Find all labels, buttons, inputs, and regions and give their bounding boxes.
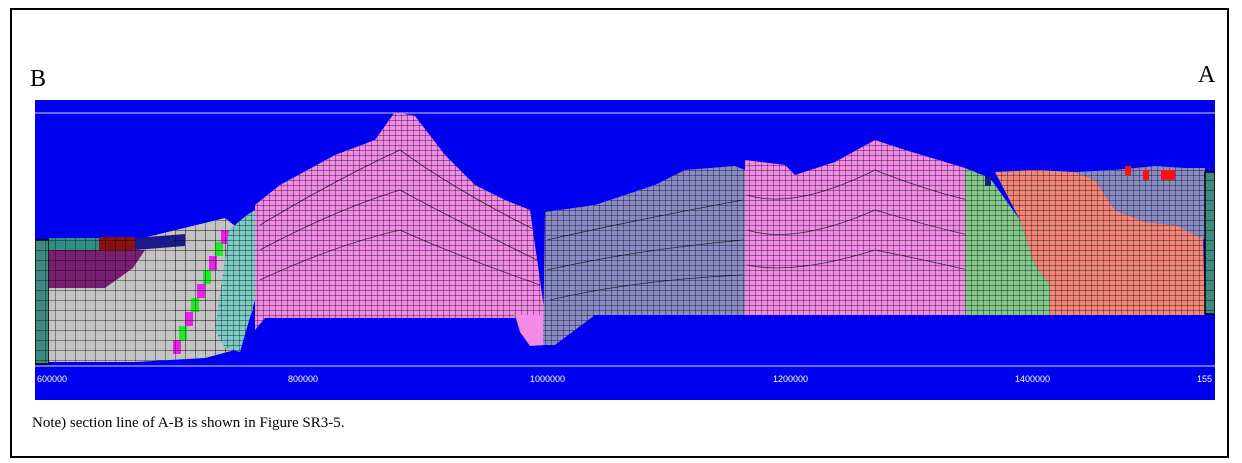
figure-note: Note) section line of A-B is shown in Fi…	[32, 415, 345, 431]
pink-east-layer-lines	[746, 169, 969, 271]
section-end-label-a: A	[1198, 62, 1216, 88]
cross-section-mesh: 600000 800000 1000000 1200000 1400000 15…	[35, 100, 1215, 400]
axis-tick-155: 155	[1197, 374, 1212, 384]
fault-staircase	[173, 230, 229, 354]
pink-west-layer-lines	[259, 149, 541, 286]
navy-cap-unit	[985, 176, 991, 186]
red-cap-2	[1143, 170, 1149, 180]
section-end-label-b: B	[30, 66, 47, 92]
axis-tick-600000: 600000	[37, 374, 67, 384]
figure-frame	[10, 8, 1229, 458]
axis-tick-1200000: 1200000	[773, 374, 808, 384]
cross-section-svg: 600000 800000 1000000 1200000 1400000 15…	[35, 100, 1215, 400]
red-cap-3	[1161, 170, 1175, 180]
navy-top-unit	[135, 234, 185, 250]
slate-middle-layer-lines	[546, 199, 744, 301]
pink-trough-unit	[515, 315, 545, 346]
axis-tick-1000000: 1000000	[530, 374, 565, 384]
axis-tick-800000: 800000	[288, 374, 318, 384]
axis-tick-1400000: 1400000	[1015, 374, 1050, 384]
red-cap-1	[1125, 166, 1131, 176]
